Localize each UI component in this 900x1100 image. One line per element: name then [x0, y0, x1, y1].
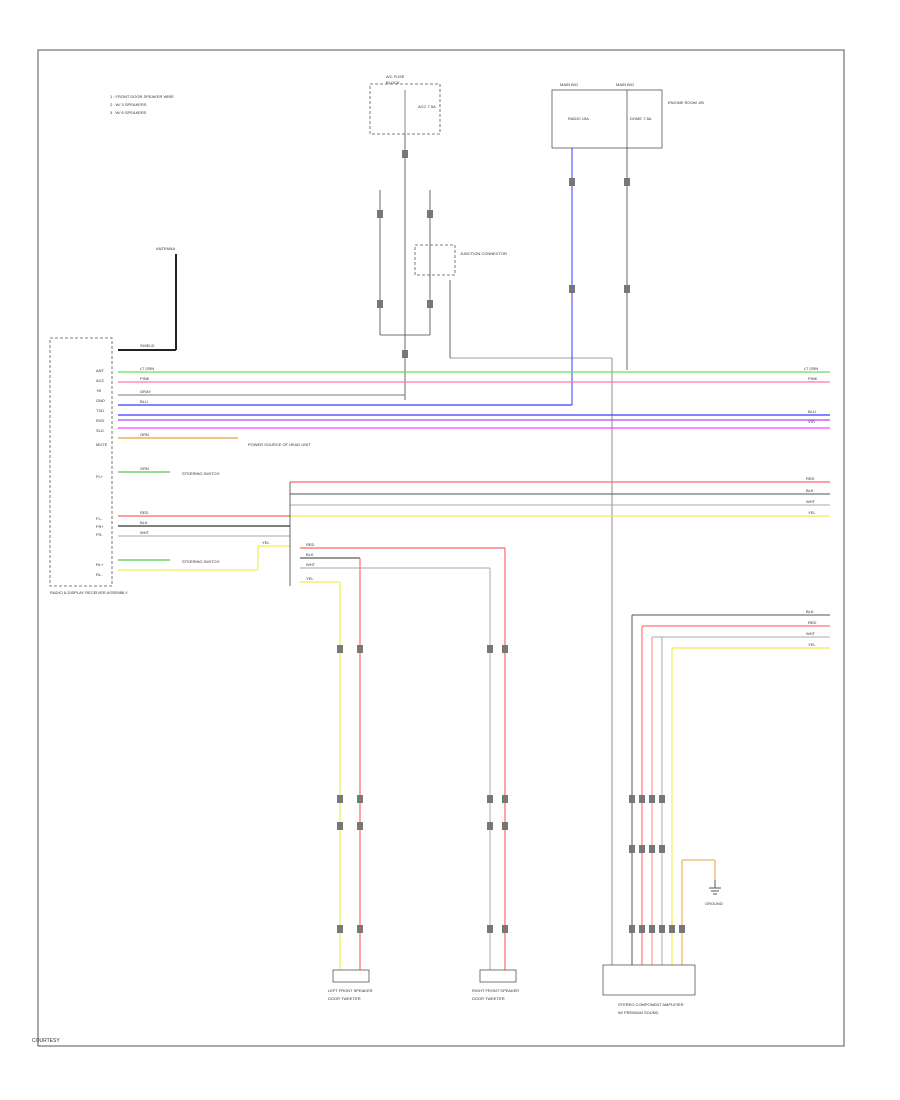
fuse-ra-title: MAIN B/O — [560, 82, 578, 87]
pin-label: RL+ — [96, 562, 104, 567]
fuse-left-sub: BLOCK — [386, 80, 400, 85]
note-3: 3 : W/ 6 SPEAKERS — [110, 110, 147, 115]
wire-label: GRN — [140, 466, 149, 471]
speaker-name: LEFT FRONT SPEAKER — [328, 988, 373, 993]
wire-label: RED — [140, 510, 149, 515]
amp-name: STEREO COMPONENT AMPLIFIER — [618, 1002, 684, 1007]
wire-label: ORN — [140, 432, 149, 437]
pin-label: TXD — [96, 408, 104, 413]
wire-label: YEL — [808, 510, 816, 515]
wire-label: YEL — [306, 576, 314, 581]
wire-label: LT GRN — [140, 366, 154, 371]
pin-label: RL- — [96, 572, 103, 577]
front-speaker-bus: RED BLK WHT YEL — [289, 476, 830, 586]
pin-label: FL- — [96, 516, 103, 521]
wire-label: BLK — [806, 488, 814, 493]
speaker-drops: RED BLK WHT YEL — [300, 542, 508, 970]
wire-label: YEL — [262, 540, 270, 545]
antenna-wire-label: SHIELD — [140, 343, 155, 348]
ground-symbol: GROUND — [705, 880, 723, 906]
fuse-block-left: A/C FUSE BLOCK ACC 7.5A — [369, 74, 441, 135]
wire-label: BLK — [140, 520, 148, 525]
antenna: ANTENNA SHIELD — [118, 246, 177, 351]
pin-label: RXD — [96, 418, 105, 423]
pin-label: FR+ — [96, 524, 104, 529]
fuse-rb-title: MAIN B/O — [616, 82, 634, 87]
note-1: 1 : FRONT DOOR SPEAKER WIRE — [110, 94, 174, 99]
pin-label: +B — [96, 388, 101, 393]
pin-label: ACC — [96, 378, 105, 383]
engine-note: ENGINE ROOM J/B — [668, 100, 704, 105]
wire-label: LT GRN — [804, 366, 818, 371]
fuse-ra-label: RADIO 15A — [568, 116, 589, 121]
left-front-speaker: LEFT FRONT SPEAKER DOOR TWEETER — [328, 969, 373, 1001]
head-unit-label: RADIO & DISPLAY RECEIVER ASSEMBLY — [50, 590, 128, 595]
speaker-sub: DOOR TWEETER — [328, 996, 361, 1001]
green-note: STEERING SWITCH — [182, 559, 219, 564]
bus-wires: LT GRN LT GRN PINK PINK GRAY BLU BLU VIO… — [118, 366, 830, 571]
wire-label: VIO — [808, 419, 815, 424]
wire-label: WHT — [806, 499, 816, 504]
wire-label: RED — [806, 476, 815, 481]
diagram-frame — [37, 49, 845, 1047]
page-label: COURTESY — [32, 1038, 60, 1044]
amp-bus: BLK RED WHT YEL — [629, 609, 830, 965]
orange-note: POWER SOURCE OF HEAD UNIT — [248, 442, 311, 447]
wire-label: BLK — [306, 552, 314, 557]
head-unit-pins: ANT ACC +B GND TXD RXD SLD MUTE FL+ FL- … — [96, 368, 108, 577]
pin-label: MUTE — [96, 442, 108, 447]
ground-label: GROUND — [705, 901, 723, 906]
pin-label: SLD — [96, 428, 104, 433]
wire-label: PINK — [140, 376, 150, 381]
amp-sub: W/ PREMIUM SOUND — [618, 1010, 659, 1015]
power-feeds: JUNCTION CONNECTOR — [377, 134, 630, 970]
head-unit: RADIO & DISPLAY RECEIVER ASSEMBLY — [49, 337, 128, 595]
wire-label: PINK — [808, 376, 818, 381]
fuse-left-label: ACC 7.5A — [418, 104, 436, 109]
fuse-left-title: A/C FUSE — [386, 74, 405, 79]
fuse-block-right: MAIN B/O MAIN B/O RADIO 15A DOME 7.5A EN… — [551, 82, 704, 149]
pin-label: GND — [96, 398, 105, 403]
green-note: STEERING SWITCH — [182, 471, 219, 476]
pin-label: FL+ — [96, 474, 104, 479]
wire-label: BLK — [806, 609, 814, 614]
speaker-name: RIGHT FRONT SPEAKER — [472, 988, 519, 993]
wire-label: RED — [808, 620, 817, 625]
wire-label: RED — [306, 542, 315, 547]
wire-label: BLU — [808, 409, 816, 414]
wire-label: BLU — [140, 399, 148, 404]
wire-label: WHT — [140, 530, 150, 535]
pin-label: ANT — [96, 368, 105, 373]
amplifier: STEREO COMPONENT AMPLIFIER W/ PREMIUM SO… — [602, 964, 696, 1015]
note-2: 2 : W/ 3 SPEAKERS — [110, 102, 147, 107]
pin-label: FR- — [96, 532, 103, 537]
wire-label: WHT — [806, 631, 816, 636]
antenna-label: ANTENNA — [156, 246, 175, 251]
wire-label: GRAY — [140, 389, 151, 394]
speaker-sub: DOOR TWEETER — [472, 996, 505, 1001]
connector-note: JUNCTION CONNECTOR — [460, 251, 507, 256]
fuse-rb-label: DOME 7.5A — [630, 116, 652, 121]
wire-label: WHT — [306, 562, 316, 567]
right-front-speaker: RIGHT FRONT SPEAKER DOOR TWEETER — [472, 969, 519, 1001]
wire-label: YEL — [808, 642, 816, 647]
notes-block: 1 : FRONT DOOR SPEAKER WIRE 2 : W/ 3 SPE… — [110, 94, 174, 115]
